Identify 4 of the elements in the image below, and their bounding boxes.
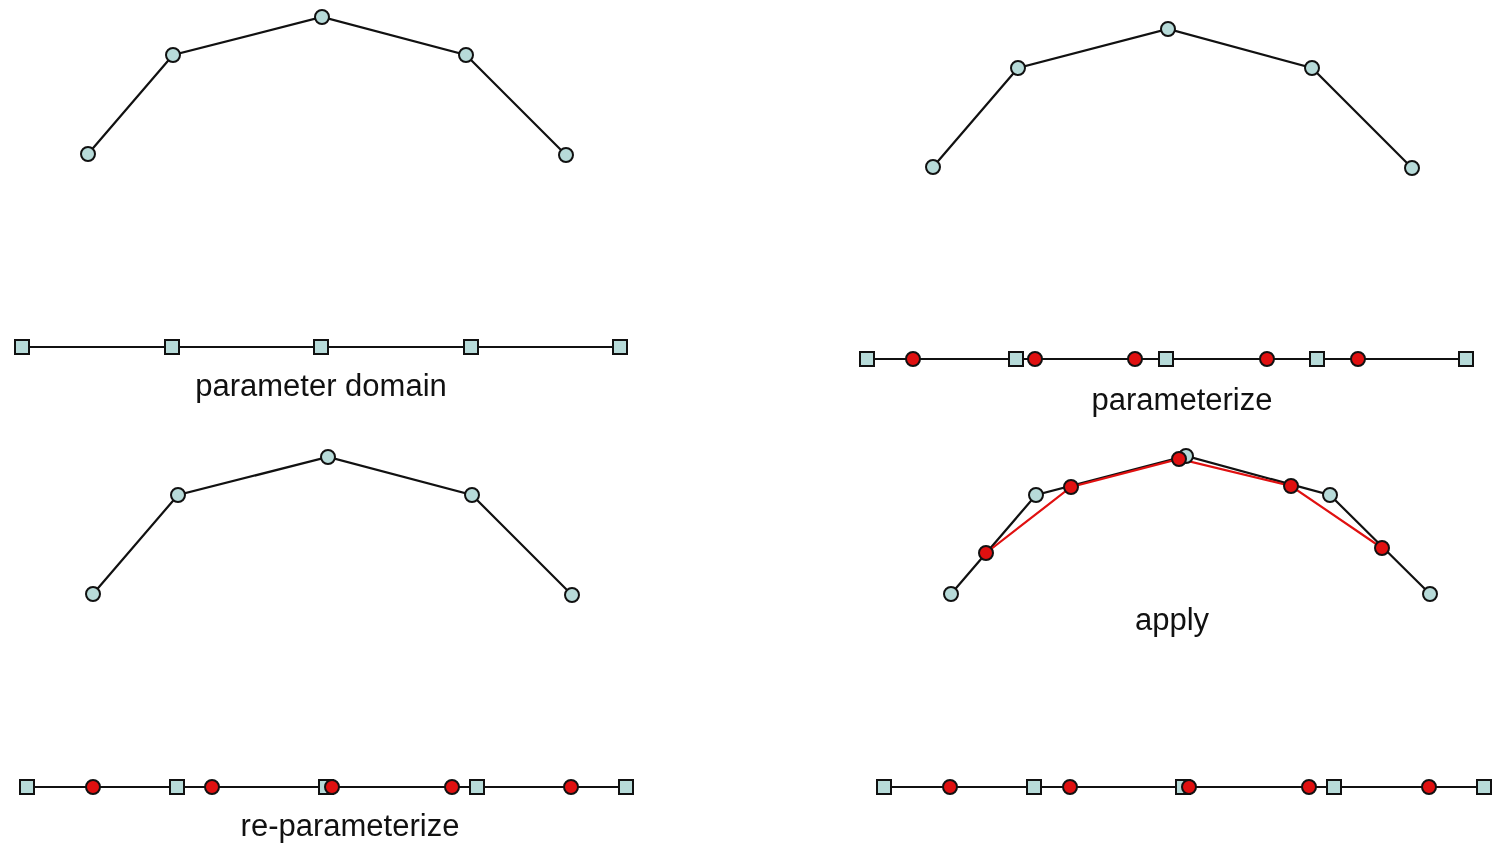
caption-text: re-parameterize: [240, 810, 460, 841]
caption-text: apply: [1134, 604, 1210, 635]
caption-text: parameter domain: [195, 370, 447, 401]
caption-text: parameterize: [1091, 384, 1273, 415]
